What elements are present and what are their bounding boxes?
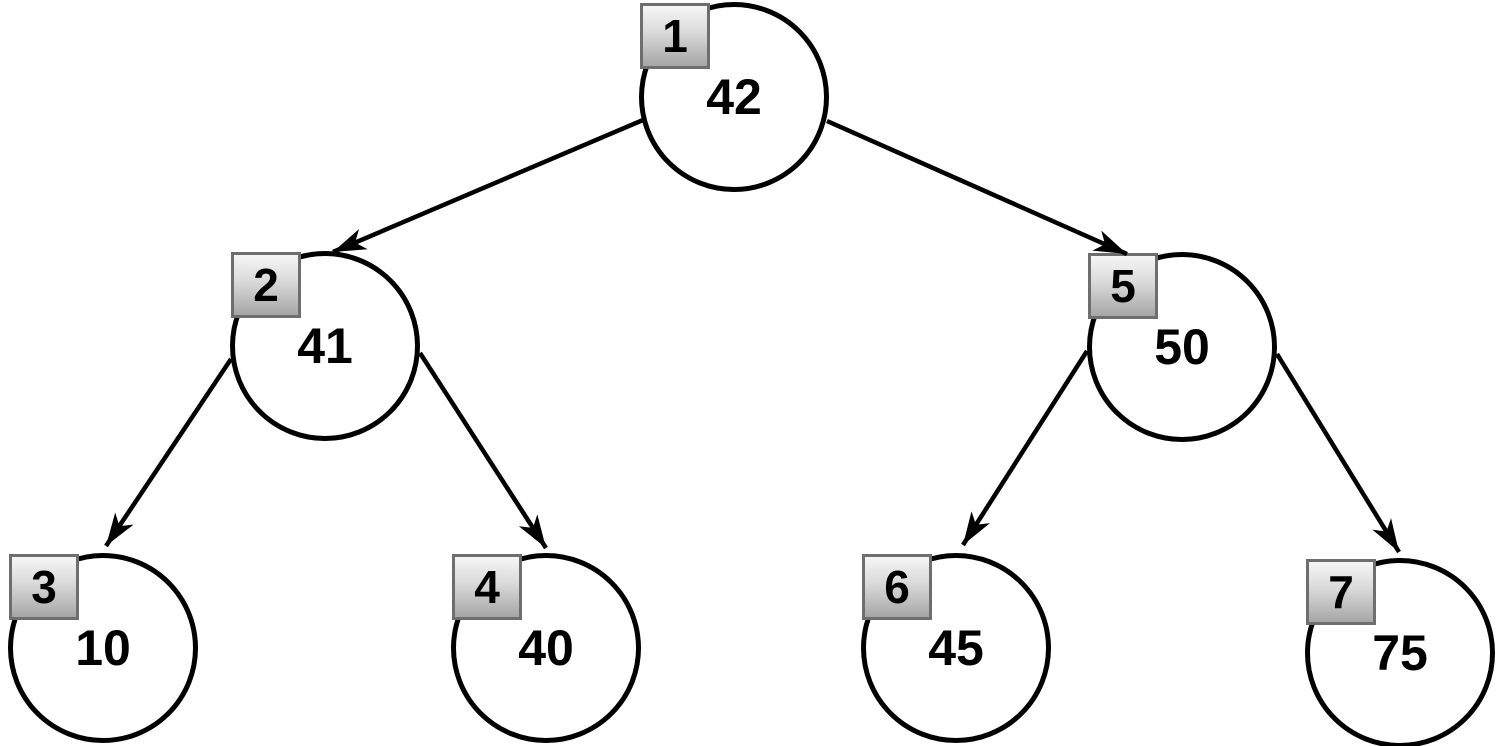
edge-2-4	[418, 351, 548, 550]
tree-node-4: 4 40	[451, 553, 641, 743]
node-value: 45	[928, 620, 984, 676]
edge-5-6	[961, 349, 1089, 547]
node-value: 75	[1372, 625, 1428, 681]
order-badge: 5	[1088, 253, 1158, 319]
order-badge: 7	[1306, 559, 1376, 625]
order-badge: 1	[640, 3, 710, 69]
order-badge: 2	[231, 252, 301, 318]
tree-node-5: 5 50	[1087, 252, 1277, 442]
node-value: 40	[518, 620, 574, 676]
edge-1-2	[332, 117, 644, 255]
order-badge: 6	[862, 554, 932, 620]
edge-5-7	[1275, 352, 1401, 554]
edge-2-3	[104, 357, 233, 548]
edge-1-5	[826, 118, 1128, 257]
tree-node-7: 7 75	[1305, 558, 1495, 746]
node-value: 42	[706, 69, 762, 125]
order-badge: 3	[9, 554, 79, 620]
node-value: 10	[75, 620, 131, 676]
tree-node-1: 1 42	[639, 2, 829, 192]
tree-node-6: 6 45	[861, 553, 1051, 743]
node-value: 41	[297, 318, 353, 374]
node-value: 50	[1154, 319, 1210, 375]
tree-node-2: 2 41	[230, 251, 420, 441]
tree-node-3: 3 10	[8, 553, 198, 743]
order-badge: 4	[452, 554, 522, 620]
